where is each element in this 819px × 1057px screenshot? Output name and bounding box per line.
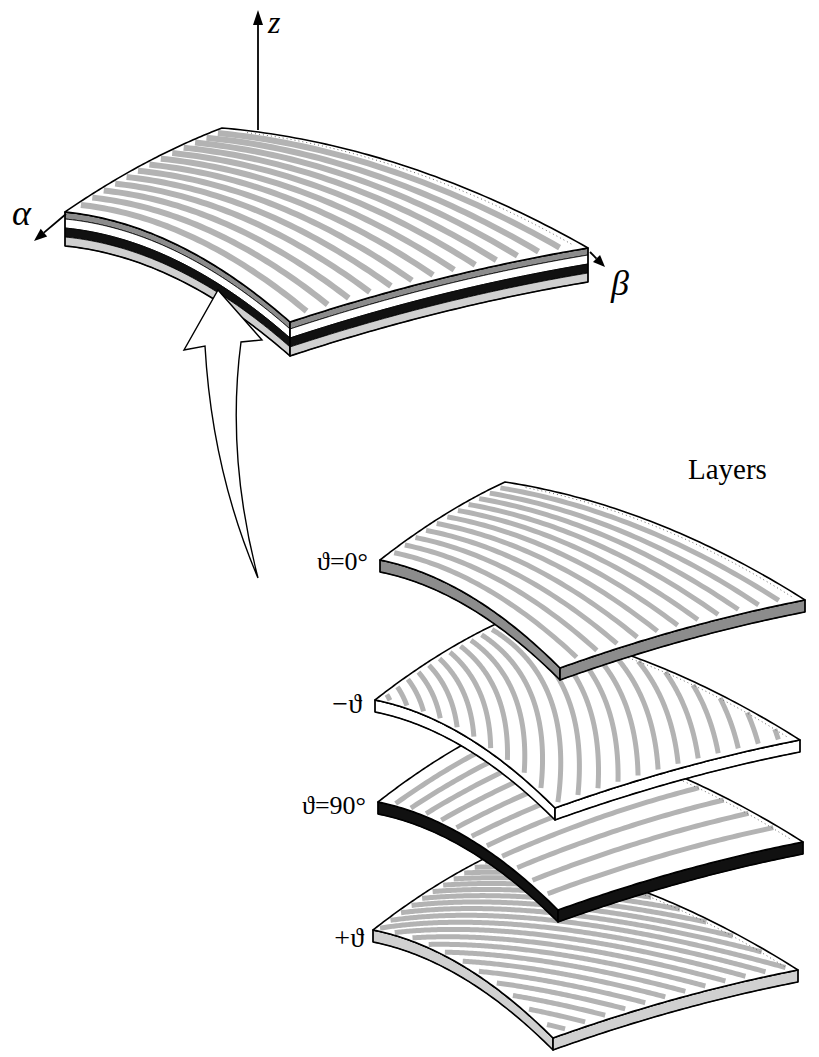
- fiber-stripe: [611, 651, 659, 770]
- fiber-stripe: [437, 523, 658, 631]
- fiber-stripe: [500, 488, 778, 600]
- fiber-stripe: [450, 652, 491, 748]
- fiber-stripe: [693, 685, 718, 753]
- fiber-stripe: [775, 729, 779, 739]
- axis-arrowhead: [34, 229, 47, 241]
- fiber-stripe: [638, 661, 678, 763]
- axis-label: z: [268, 4, 280, 41]
- fiber-stripe: [461, 646, 508, 760]
- fiber-stripe: [387, 695, 390, 701]
- fiber-stripe: [218, 133, 560, 248]
- axis-line: [590, 252, 597, 259]
- fiber-stripe: [397, 687, 407, 706]
- beta-axis: [590, 252, 605, 267]
- ply-angle-label: −ϑ: [332, 688, 362, 720]
- z-axis: [253, 10, 263, 130]
- fiber-stripe: [408, 679, 424, 711]
- fiber-stripe: [206, 138, 538, 252]
- fiber-stripe: [529, 1009, 585, 1022]
- axis-arrowhead: [593, 255, 605, 267]
- dotted-edge: [247, 133, 573, 246]
- alpha-axis: [34, 214, 66, 241]
- fiber-stripe: [747, 713, 758, 744]
- layers-heading: Layers: [688, 453, 767, 486]
- fiber-stripe: [405, 545, 597, 650]
- ply-top-surface: [65, 128, 588, 322]
- laminate-shell: [65, 128, 588, 356]
- fiber-stripe: [127, 177, 391, 286]
- fiber-stripe: [115, 184, 370, 292]
- dotted-edge: [526, 488, 793, 598]
- top-outline: [65, 128, 588, 322]
- ply-angle-label: ϑ=90°: [302, 791, 366, 821]
- fiber-stripe: [447, 517, 677, 625]
- fiber-stripe: [720, 698, 738, 748]
- fiber-stripe: [533, 813, 749, 880]
- fiber-stripe: [418, 672, 440, 718]
- axis-label: β: [611, 263, 629, 304]
- ply-top-surface: [380, 482, 805, 668]
- axis-arrowhead: [253, 10, 263, 25]
- axis-line: [257, 25, 259, 130]
- ply-angle-label: ϑ=0°: [317, 547, 368, 577]
- fiber-stripe: [547, 1024, 565, 1028]
- fiber-stripe: [471, 640, 525, 772]
- single-ply: [380, 482, 805, 680]
- fiber-stripe: [490, 493, 759, 605]
- fiber-stripe: [482, 635, 543, 788]
- axis-label: α: [12, 193, 31, 234]
- ply-angle-label: +ϑ: [334, 922, 364, 954]
- fiber-stripe: [548, 828, 774, 894]
- axis-line: [44, 214, 66, 233]
- top-outline: [380, 482, 805, 668]
- assembly-arrow: [184, 290, 262, 578]
